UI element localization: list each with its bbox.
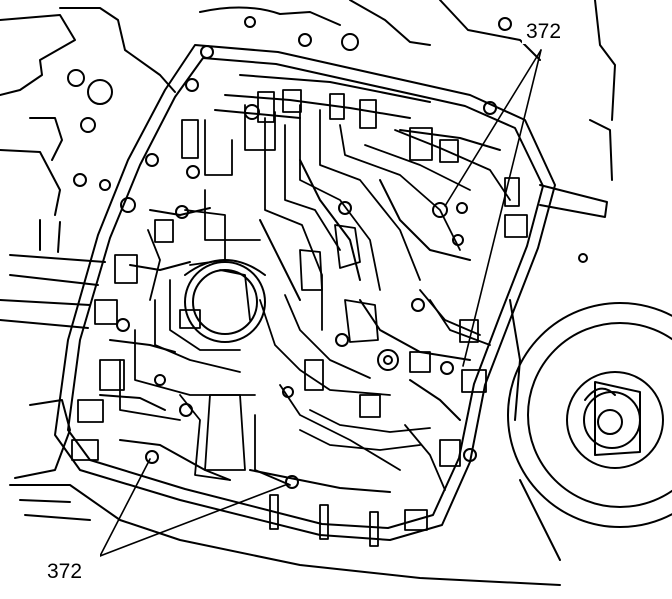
callout-leaders xyxy=(99,49,542,557)
output-shaft-hub xyxy=(507,302,672,528)
valve-body-plate xyxy=(54,44,556,541)
callout-labels: 372 372 xyxy=(44,14,578,584)
callout-label-top: 372 xyxy=(526,20,561,43)
leader-bottom-2 xyxy=(99,483,289,557)
leader-bottom-1 xyxy=(99,458,151,557)
leader-top-1 xyxy=(444,49,542,207)
oil-passages xyxy=(119,104,511,491)
accumulator-bore xyxy=(184,259,266,343)
callout-label-bottom: 372 xyxy=(47,560,82,583)
ports xyxy=(71,89,528,547)
bolt-holes xyxy=(116,45,497,489)
leader-top-2 xyxy=(462,49,542,367)
transmission-case xyxy=(0,0,616,586)
